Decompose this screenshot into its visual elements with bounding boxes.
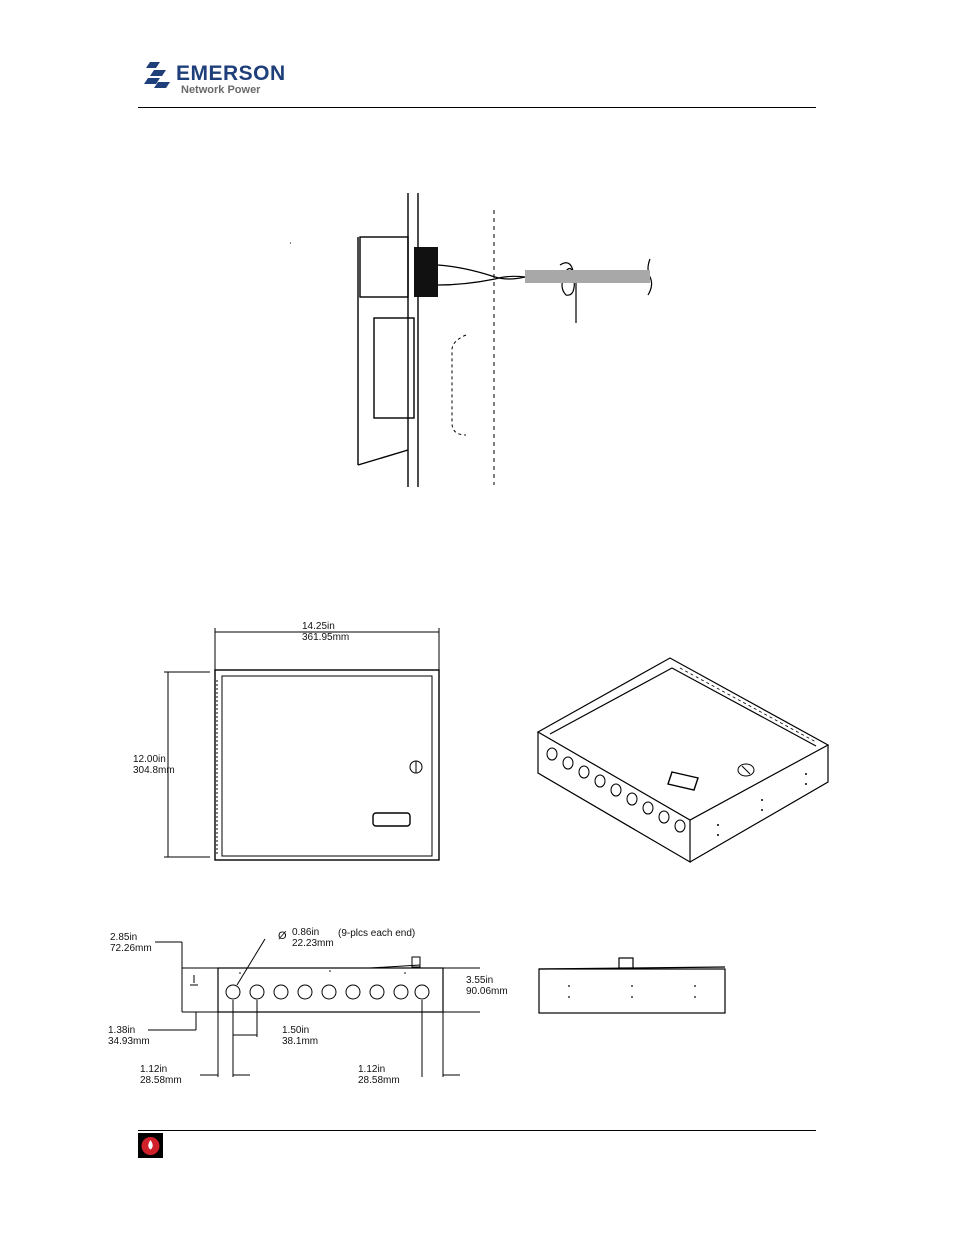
left-margin-in: 1.12in [140, 1065, 167, 1075]
hole-spacing-in: 1.50in [282, 1026, 309, 1036]
left-margin-mm: 28.58mm [140, 1076, 182, 1086]
brand-subtitle: Network Power [181, 84, 260, 96]
hole-count-note: (9-plcs each end) [338, 929, 415, 939]
right-margin-in: 1.12in [358, 1065, 385, 1075]
hole-center-mm: 34.93mm [108, 1037, 150, 1047]
right-margin-mm: 28.58mm [358, 1076, 400, 1086]
red-flame-icon [138, 1133, 163, 1158]
hole-diameter-in: 0.86in [292, 928, 319, 938]
side-height-mm: 90.06mm [466, 987, 508, 997]
front-view-figure [160, 620, 460, 870]
front-width-mm: 361.95mm [302, 633, 349, 643]
end-view-figure [535, 955, 730, 1020]
side-view-figure [100, 925, 480, 1085]
side-offset-mm: 72.26mm [110, 944, 152, 954]
front-width-in: 14.25in [302, 622, 335, 632]
emerson-logo-icon [144, 60, 174, 100]
hole-diameter-mm: 22.23mm [292, 939, 334, 949]
isometric-view-figure [530, 650, 840, 870]
header-divider [138, 107, 816, 108]
footer-divider [138, 1130, 816, 1131]
front-height-mm: 304.8mm [133, 766, 175, 776]
hole-spacing-mm: 38.1mm [282, 1037, 318, 1047]
hole-center-in: 1.38in [108, 1026, 135, 1036]
side-offset-in: 2.85in [110, 933, 137, 943]
mounting-detail-figure [280, 185, 680, 495]
side-height-in: 3.55in [466, 976, 493, 986]
brand-name: EMERSON [176, 62, 286, 86]
diameter-symbol: Ø [278, 931, 287, 941]
front-height-in: 12.00in [133, 755, 166, 765]
